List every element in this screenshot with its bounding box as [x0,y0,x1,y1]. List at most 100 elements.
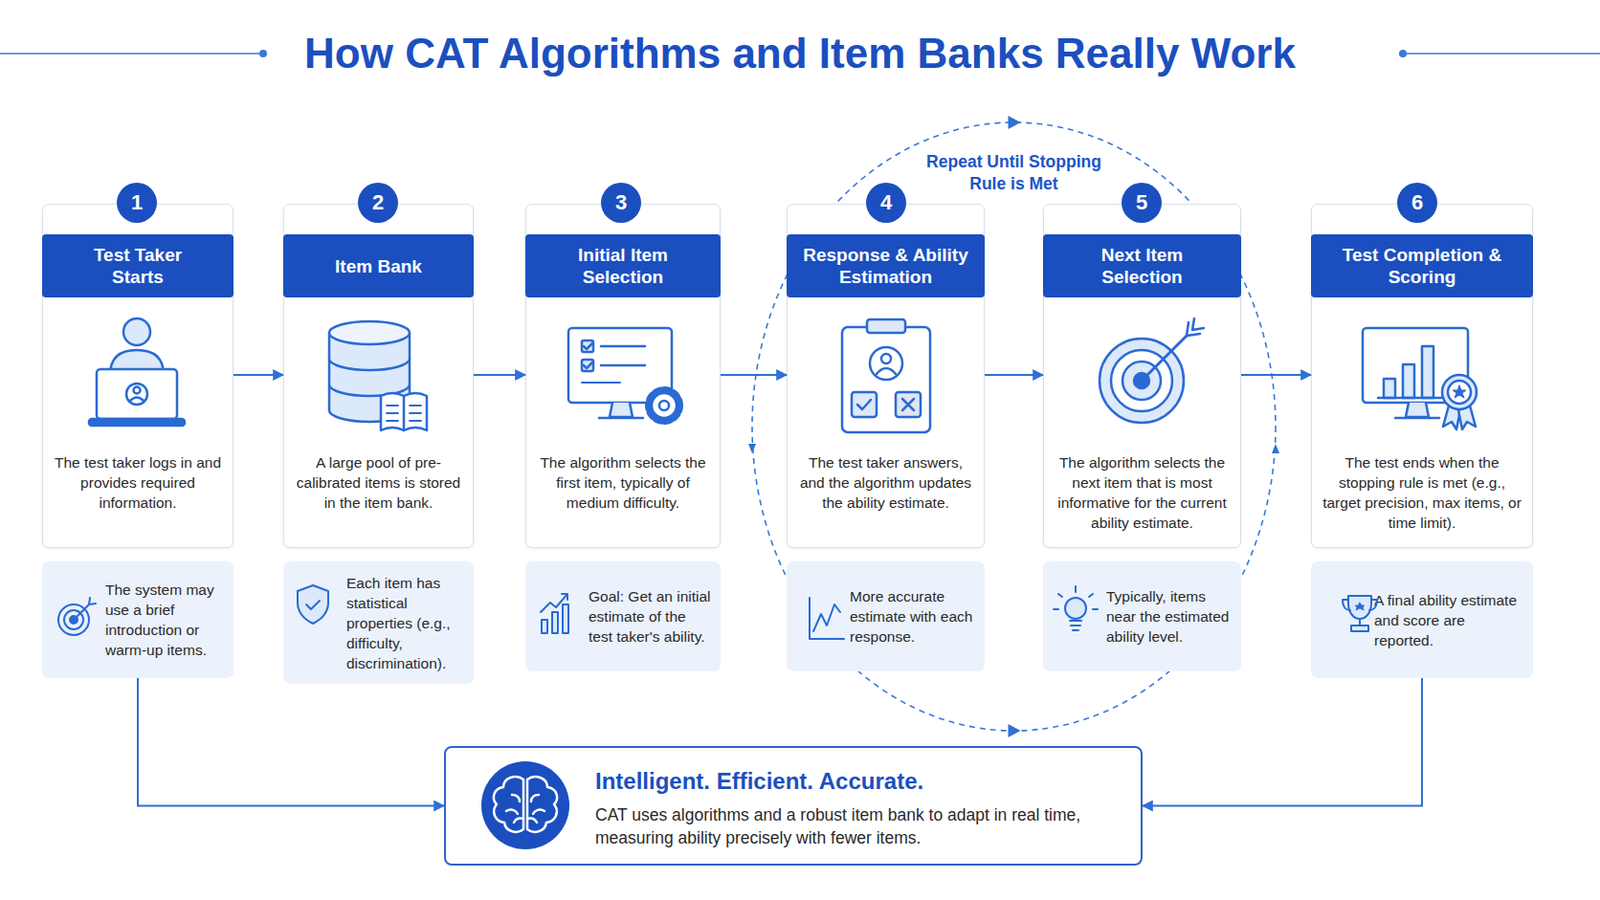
step-number: 3 [600,182,642,223]
step-header: Item Bank [283,234,474,298]
clipboard-icon-part [902,399,914,411]
database-icon-part [402,396,406,431]
step-card: The test ends when the stopping rule is … [1311,203,1534,549]
user-laptop-icon-part [123,318,151,346]
brain-icon-part-part [527,777,557,833]
callout-number: 4 [880,191,892,215]
growth-chart-icon-part [541,620,548,634]
repeat-loop: Repeat Until Stopping Rule is MetThe tes… [750,120,1278,734]
trophy-icon [1342,596,1378,632]
target-icon [1099,318,1204,423]
callout-number: 2 [372,191,384,215]
clipboard-icon-part [842,327,931,433]
callout-number: 3 [615,191,627,215]
clipboard-icon-part [851,392,877,418]
target-icon-part [1141,335,1187,381]
note-box: The system may use a brief introduction … [42,561,234,679]
database-icon [329,321,427,431]
step-number: 5 [1121,182,1162,223]
note-target-icon-part [64,610,84,630]
note-target-icon-part [58,604,89,636]
lightbulb-icon-part [1053,586,1098,610]
summary-text: CAT uses algorithms and a robust item ba… [595,803,1117,850]
step-description: The test taker answers, and the algorith… [797,452,975,513]
note-target-icon-part [69,616,78,624]
step-description: The algorithm selects the next item that… [1053,452,1231,534]
step-description: The test ends when the stopping rule is … [1321,452,1523,534]
clipboard-icon [842,319,931,433]
step-description: The test taker logs in and provides requ… [52,452,223,513]
monitor-gear-icon-part [609,402,633,418]
lightbulb-icon-part [1069,621,1082,631]
clipboard-icon-part [869,347,903,380]
chart-badge-icon-part [1458,405,1476,430]
user-laptop-icon-part [88,419,185,426]
growth-chart-icon [540,594,569,634]
clipboard-icon-part [857,400,871,410]
database-icon-part [380,393,427,431]
trophy-icon-part [1355,602,1365,611]
step-title: Next Item Selection [1080,244,1205,289]
flow-arrow [984,374,1044,377]
loop-label: Repeat Until Stopping Rule is Met [923,151,1106,196]
monitor-gear-icon-part [659,400,669,411]
target-icon-part [1186,318,1204,336]
note-text: More accurate estimate with each respons… [849,586,978,647]
chart-badge-icon-part [1447,380,1471,404]
note-box: Typically, items near the estimated abil… [1043,561,1242,672]
title-rule [0,49,1600,58]
shield-icon-part [297,585,329,624]
loop-arrow-head [748,444,756,454]
database-icon-part [329,384,410,423]
flow-arrow [137,678,445,807]
step-card: The algorithm selects the next item that… [1043,203,1242,549]
step-header: Next Item Selection [1043,234,1242,298]
summary-heading: Intelligent. Efficient. Accurate. [595,767,1112,797]
flow-arrow [720,374,787,377]
chart-badge-icon-part [1442,375,1477,410]
brain-icon [481,761,570,850]
brain-icon-part [493,777,557,833]
chart-badge-icon-part [1383,378,1396,399]
monitor-gear-icon-part [581,359,594,372]
step-header: Test Completion & Scoring [1311,234,1534,298]
trophy-icon-part [1342,600,1378,611]
note-box: A final ability estimate and score are r… [1311,561,1534,679]
note-target-icon [58,598,96,636]
step-card: A large pool of pre-calibrated items is … [283,203,474,549]
database-icon-part [329,321,410,345]
flow-arrow [473,374,526,377]
monitor-gear-icon-part [599,417,644,421]
clipboard-icon-part [876,368,896,375]
callout-number: 5 [1135,191,1148,215]
clipboard-icon-part [866,319,906,334]
trophy-icon-part [1358,619,1361,626]
lightbulb-icon [1053,586,1098,631]
note-text: Each item has statistical properties (e.… [346,573,467,674]
database-icon-part [329,333,410,371]
loop-arrow-head [1008,115,1022,130]
user-laptop-icon-part [133,387,141,395]
title-rule-part [259,49,267,58]
line-chart-icon-part [809,598,845,640]
trophy-icon-part [1348,596,1372,620]
step-title: Response & Ability Estimation [795,244,978,289]
user-laptop-icon-part [130,398,144,402]
loop-arrow-head [1008,724,1022,738]
note-box: Goal: Get an initial estimate of the tes… [525,561,721,672]
step-description: A large pool of pre-calibrated items is … [293,452,464,513]
step-title: Initial Item Selection [560,244,686,289]
growth-chart-icon-part [540,594,568,613]
user-laptop-icon-part [96,369,178,420]
chart-badge-icon-part [1443,405,1461,430]
illustration-layer-part [58,318,1477,640]
line-chart-icon-part [813,604,841,632]
title-rule-part [0,52,260,55]
note-text: Typically, items near the estimated abil… [1106,586,1234,647]
note-text: Goal: Get an initial estimate of the tes… [588,586,713,647]
summary-box: Intelligent. Efficient. Accurate. CAT use… [444,746,1143,867]
database-icon-part [329,358,410,397]
lightbulb-icon-part [1065,598,1087,620]
monitor-gear-icon-part [581,381,621,384]
